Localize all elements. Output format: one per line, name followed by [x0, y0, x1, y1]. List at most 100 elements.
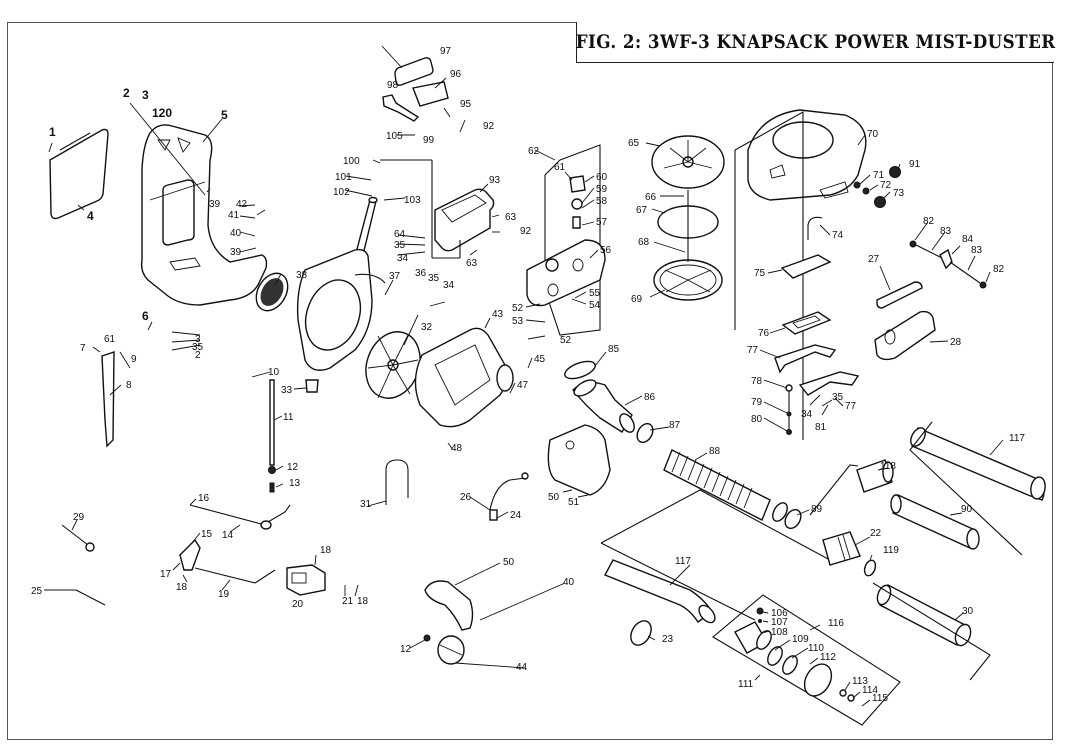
- gasket-part-75: [780, 254, 832, 279]
- callout-52: 52: [560, 335, 572, 346]
- leader-lines: [44, 45, 1004, 707]
- callout-114: 114: [862, 685, 878, 696]
- callout-100: 100: [343, 156, 360, 167]
- callout-63: 63: [505, 212, 517, 223]
- elbow-pipe-part-86: [572, 379, 635, 433]
- gasket-part-96: [412, 81, 449, 107]
- delivery-pipe-part-117-lower: [604, 559, 716, 624]
- callout-83: 83: [940, 226, 952, 237]
- callout-21: 21: [342, 596, 354, 607]
- pipe-frame-outline: [872, 582, 991, 681]
- callout-19: 19: [218, 589, 230, 600]
- plate-part-27: [876, 281, 923, 309]
- callout-72: 72: [880, 180, 892, 191]
- callout-20: 20: [292, 599, 304, 610]
- callout-52: 52: [512, 303, 524, 314]
- callout-17: 17: [160, 569, 172, 580]
- callout-1: 1: [49, 125, 56, 139]
- nozzle-assembly-parts-106-115: [734, 607, 855, 702]
- diagram-frame: [7, 22, 1053, 740]
- pipe-frame-outline: [909, 421, 1023, 556]
- callout-87: 87: [669, 420, 681, 431]
- ring-part-119: [863, 559, 877, 577]
- callout-25: 25: [31, 586, 43, 597]
- callout-18: 18: [320, 545, 332, 556]
- callout-39: 39: [209, 199, 221, 210]
- callout-92: 92: [520, 226, 532, 237]
- callout-117: 117: [1009, 433, 1025, 444]
- callout-4: 4: [87, 209, 94, 223]
- cap-part-61: [569, 175, 586, 229]
- callout-18: 18: [176, 582, 188, 593]
- callout-33: 33: [281, 385, 293, 396]
- callout-73: 73: [893, 188, 905, 199]
- callout-54: 54: [589, 300, 601, 311]
- callout-111: 111: [738, 679, 754, 690]
- callout-76: 76: [758, 328, 770, 339]
- callout-83: 83: [971, 245, 983, 256]
- delivery-pipe-part-117-upper: [910, 427, 1046, 501]
- fuel-tube-part-102: [355, 196, 378, 256]
- callout-2: 2: [195, 350, 201, 361]
- callout-85: 85: [608, 344, 620, 355]
- clamp-ring-part-87: [636, 422, 654, 444]
- callout-60: 60: [596, 172, 608, 183]
- callout-79: 79: [751, 397, 763, 408]
- tank-lid-part-65: [651, 135, 725, 189]
- linkage-parts-82-84: [909, 240, 987, 289]
- fan-housing-part-37: [296, 248, 386, 371]
- lever-rod-part-11: [268, 379, 276, 493]
- callout-59: 59: [596, 184, 608, 195]
- callout-81: 81: [815, 422, 827, 433]
- callout-15: 15: [201, 529, 213, 540]
- callout-3: 3: [195, 334, 201, 345]
- callout-30: 30: [962, 606, 974, 617]
- callout-90: 90: [961, 504, 973, 515]
- bolt-parts-78-80: [785, 384, 793, 435]
- callout-3: 3: [142, 88, 149, 102]
- callout-35: 35: [394, 240, 406, 251]
- back-plate-part-4: [49, 128, 109, 220]
- callout-34: 34: [443, 280, 455, 291]
- callout-86: 86: [644, 392, 656, 403]
- nozzle-assembly-frame: [712, 594, 901, 726]
- callout-53: 53: [512, 316, 524, 327]
- callout-50: 50: [503, 557, 515, 568]
- callout-39: 39: [230, 247, 242, 258]
- fuel-tank-part-93: [434, 188, 495, 252]
- callout-38: 38: [296, 270, 308, 281]
- callout-71: 71: [873, 170, 885, 181]
- figure-title: FIG. 2: 3WF-3 KNAPSACK POWER MIST-DUSTER: [575, 31, 1056, 53]
- callout-65: 65: [628, 138, 640, 149]
- callout-64: 64: [394, 229, 406, 240]
- callout-41: 41: [228, 210, 240, 221]
- hose-frame-outline: [600, 489, 831, 561]
- nozzle-frame-outline: [809, 464, 859, 516]
- callout-89: 89: [811, 504, 823, 515]
- callout-62: 62: [528, 146, 540, 157]
- callout-44: 44: [516, 662, 528, 673]
- bushing-part-33: [305, 379, 319, 393]
- wire-part-26: [489, 472, 529, 521]
- callout-101: 101: [335, 172, 352, 183]
- callout-93: 93: [489, 175, 501, 186]
- callout-84: 84: [962, 234, 974, 245]
- callout-92: 92: [483, 121, 495, 132]
- callout-11: 11: [283, 412, 294, 423]
- callout-36: 36: [415, 268, 427, 279]
- callout-95: 95: [460, 99, 472, 110]
- callout-61: 61: [104, 334, 116, 345]
- callout-74: 74: [832, 230, 844, 241]
- backpack-frame-part-5: [140, 124, 268, 306]
- callout-labels: 1 2 3 120 5 4 39 42 41 40 39 38 6 3 35 2…: [31, 46, 1025, 704]
- callout-26: 26: [460, 492, 472, 503]
- callout-116: 116: [828, 618, 844, 629]
- callout-107: 107: [771, 617, 788, 628]
- callout-70: 70: [867, 129, 879, 140]
- callout-10: 10: [268, 367, 280, 378]
- callout-97: 97: [440, 46, 452, 57]
- callout-98: 98: [387, 80, 399, 91]
- callout-88: 88: [709, 446, 721, 457]
- callout-103: 103: [404, 195, 421, 206]
- callout-69: 69: [631, 294, 643, 305]
